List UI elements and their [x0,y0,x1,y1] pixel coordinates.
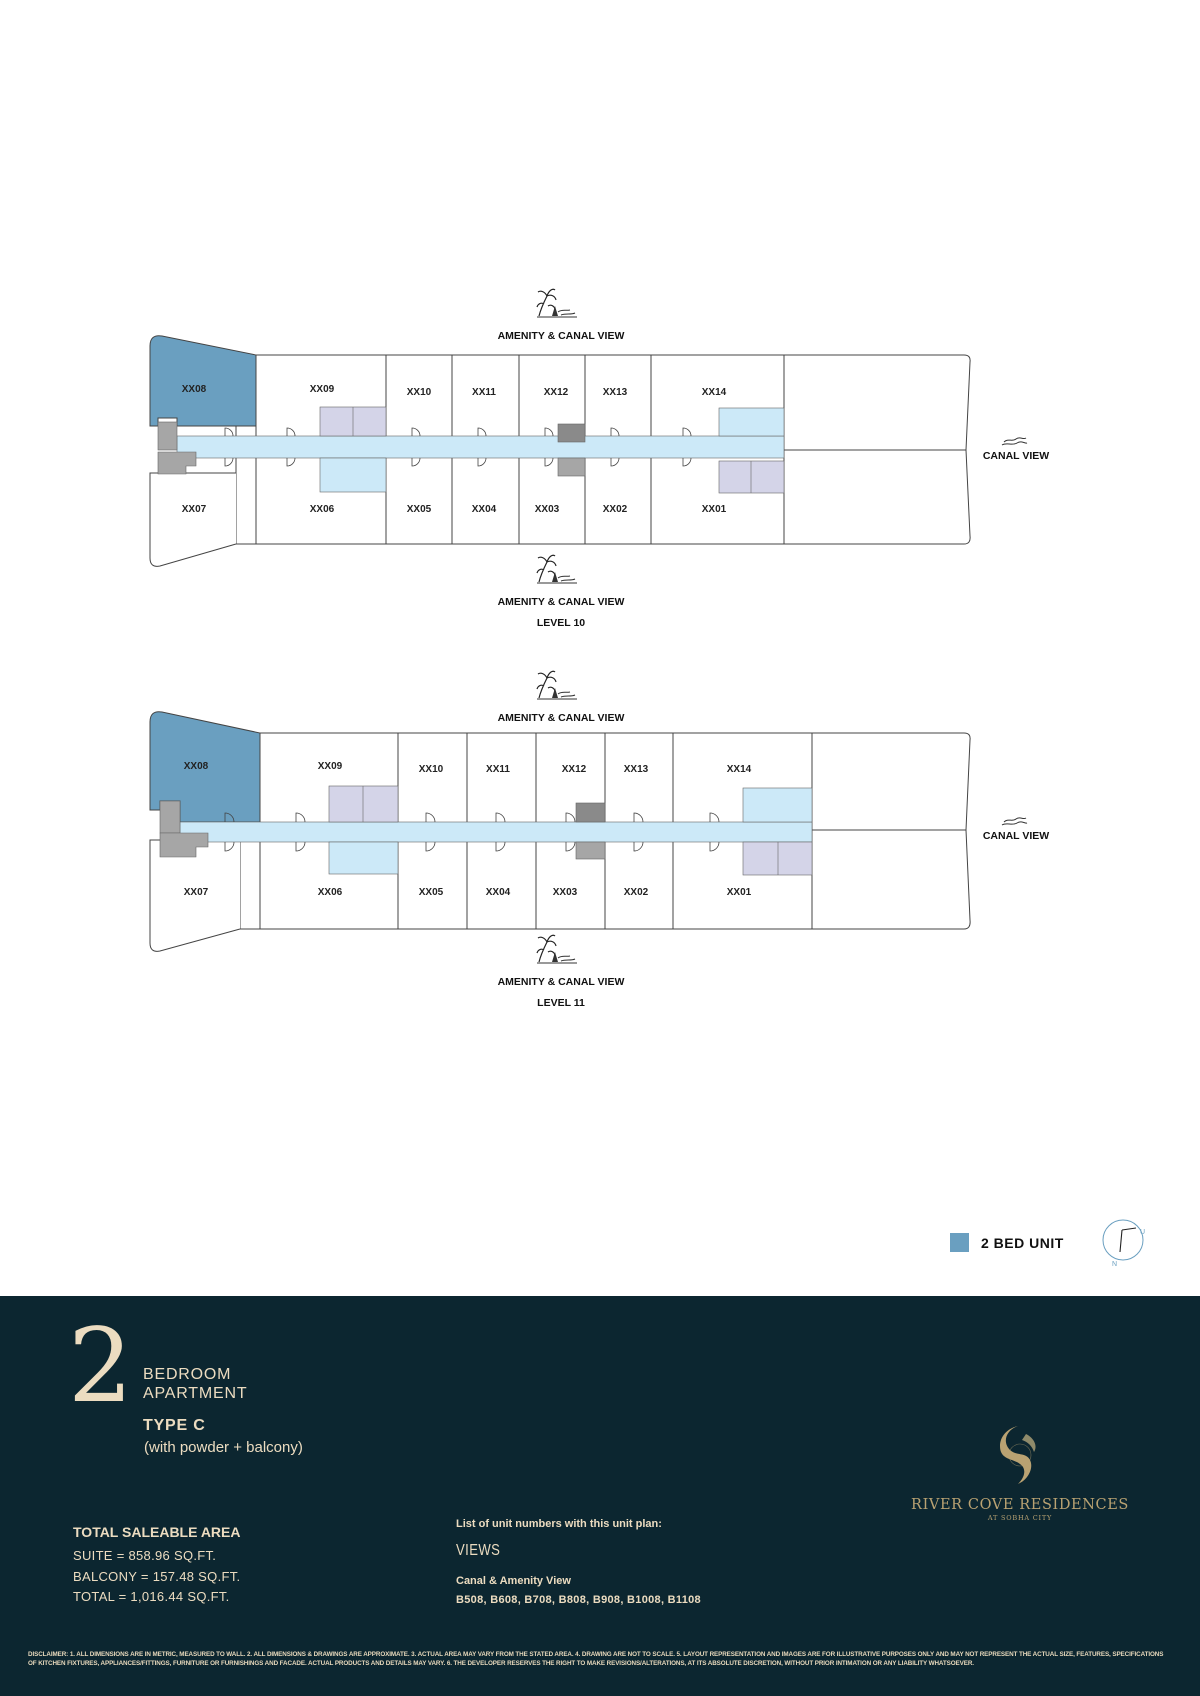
unit-label: XX06 [310,504,335,515]
unit-label: XX11 [486,764,510,775]
unit-label: XX05 [407,504,432,515]
unit-list-title: List of unit numbers with this unit plan… [456,1518,662,1530]
unit-label: XX02 [603,504,628,515]
unit-label: XX06 [318,887,343,898]
view-label-top: AMENITY & CANAL VIEW [498,330,625,342]
unit-label: XX14 [702,387,727,398]
unit-label: XX11 [472,387,496,398]
bedroom-count: 2 [68,1307,133,1426]
unit-type: TYPE C [143,1417,206,1434]
compass-label: N [1112,1261,1117,1268]
unit-label: XX02 [624,887,649,898]
brand-name: RIVER COVE RESIDENCES [911,1497,1129,1513]
view-name: Canal & Amenity View [456,1575,571,1587]
floor-plans: XX08 XX09 XX10 XX11 XX12 XX13 XX14 XX07 … [149,288,1049,1009]
unit-subtitle: (with powder + balcony) [144,1439,303,1456]
canal-view-icon [1001,817,1028,826]
total-area: TOTAL = 1,016.44 SQ.FT. [73,1589,230,1604]
amenity-view-icon [536,670,578,700]
unit-label: XX04 [486,887,511,898]
unit-label: XX03 [535,504,560,515]
unit-xx08-highlight [149,335,257,427]
amenity-view-icon [536,554,578,584]
unit-label: XX10 [407,387,432,398]
level-label: LEVEL 11 [537,997,585,1009]
legend-label: 2 BED UNIT [981,1234,1064,1251]
apartment-label: APARTMENT [143,1385,248,1402]
legend-swatch [950,1233,969,1252]
level-11-plan: XX08 XX09 XX10 XX11 XX12 XX13 XX14 XX07 … [149,670,1049,1009]
unit-label: XX07 [182,504,207,515]
suite-area: SUITE = 858.96 SQ.FT. [73,1548,217,1563]
view-label-top: AMENITY & CANAL VIEW [498,712,625,724]
unit-label: XX14 [727,764,752,775]
unit-label: XX10 [419,764,444,775]
footer: 2 BEDROOM APARTMENT TYPE C (with powder … [0,1296,1200,1696]
bedroom-label: BEDROOM [143,1366,232,1383]
view-label-bottom: AMENITY & CANAL VIEW [498,976,625,988]
svg-text:U: U [1140,1229,1145,1236]
view-label-side: CANAL VIEW [983,450,1049,462]
level-10-plan: XX08 XX09 XX10 XX11 XX12 XX13 XX14 XX07 … [149,288,1049,629]
view-units: B508, B608, B708, B808, B908, B1008, B11… [456,1594,701,1606]
view-label-side: CANAL VIEW [983,830,1049,842]
views-title: VIEWS [456,1542,501,1559]
unit-label: XX13 [624,764,649,775]
disclaimer: DISCLAIMER: 1. ALL DIMENSIONS ARE IN MET… [28,1651,1164,1668]
unit-label: XX04 [472,504,497,515]
unit-label: XX13 [603,387,628,398]
unit-label: XX08 [182,384,207,395]
unit-label: XX08 [184,761,209,772]
canal-view-icon [1001,437,1028,446]
unit-label: XX09 [318,761,343,772]
unit-label: XX05 [419,887,444,898]
brand-subtitle: AT SOBHA CITY [987,1514,1053,1522]
legend: 2 BED UNIT [950,1233,1064,1252]
view-label-bottom: AMENITY & CANAL VIEW [498,596,625,608]
compass-icon: U N [1102,1219,1145,1268]
level-label: LEVEL 10 [537,617,585,629]
amenity-view-icon [536,288,578,318]
unit-label: XX12 [562,764,587,775]
amenity-view-icon [536,934,578,964]
unit-label: XX12 [544,387,569,398]
area-title: TOTAL SALEABLE AREA [73,1524,241,1540]
unit-label: XX07 [184,887,209,898]
balcony-area: BALCONY = 157.48 SQ.FT. [73,1569,241,1584]
unit-label: XX03 [553,887,578,898]
unit-label: XX01 [727,887,752,898]
brand-mark-icon [1000,1426,1036,1484]
unit-label: XX01 [702,504,727,515]
unit-label: XX09 [310,384,335,395]
brand-logo: RIVER COVE RESIDENCES AT SOBHA CITY [905,1424,1135,1522]
